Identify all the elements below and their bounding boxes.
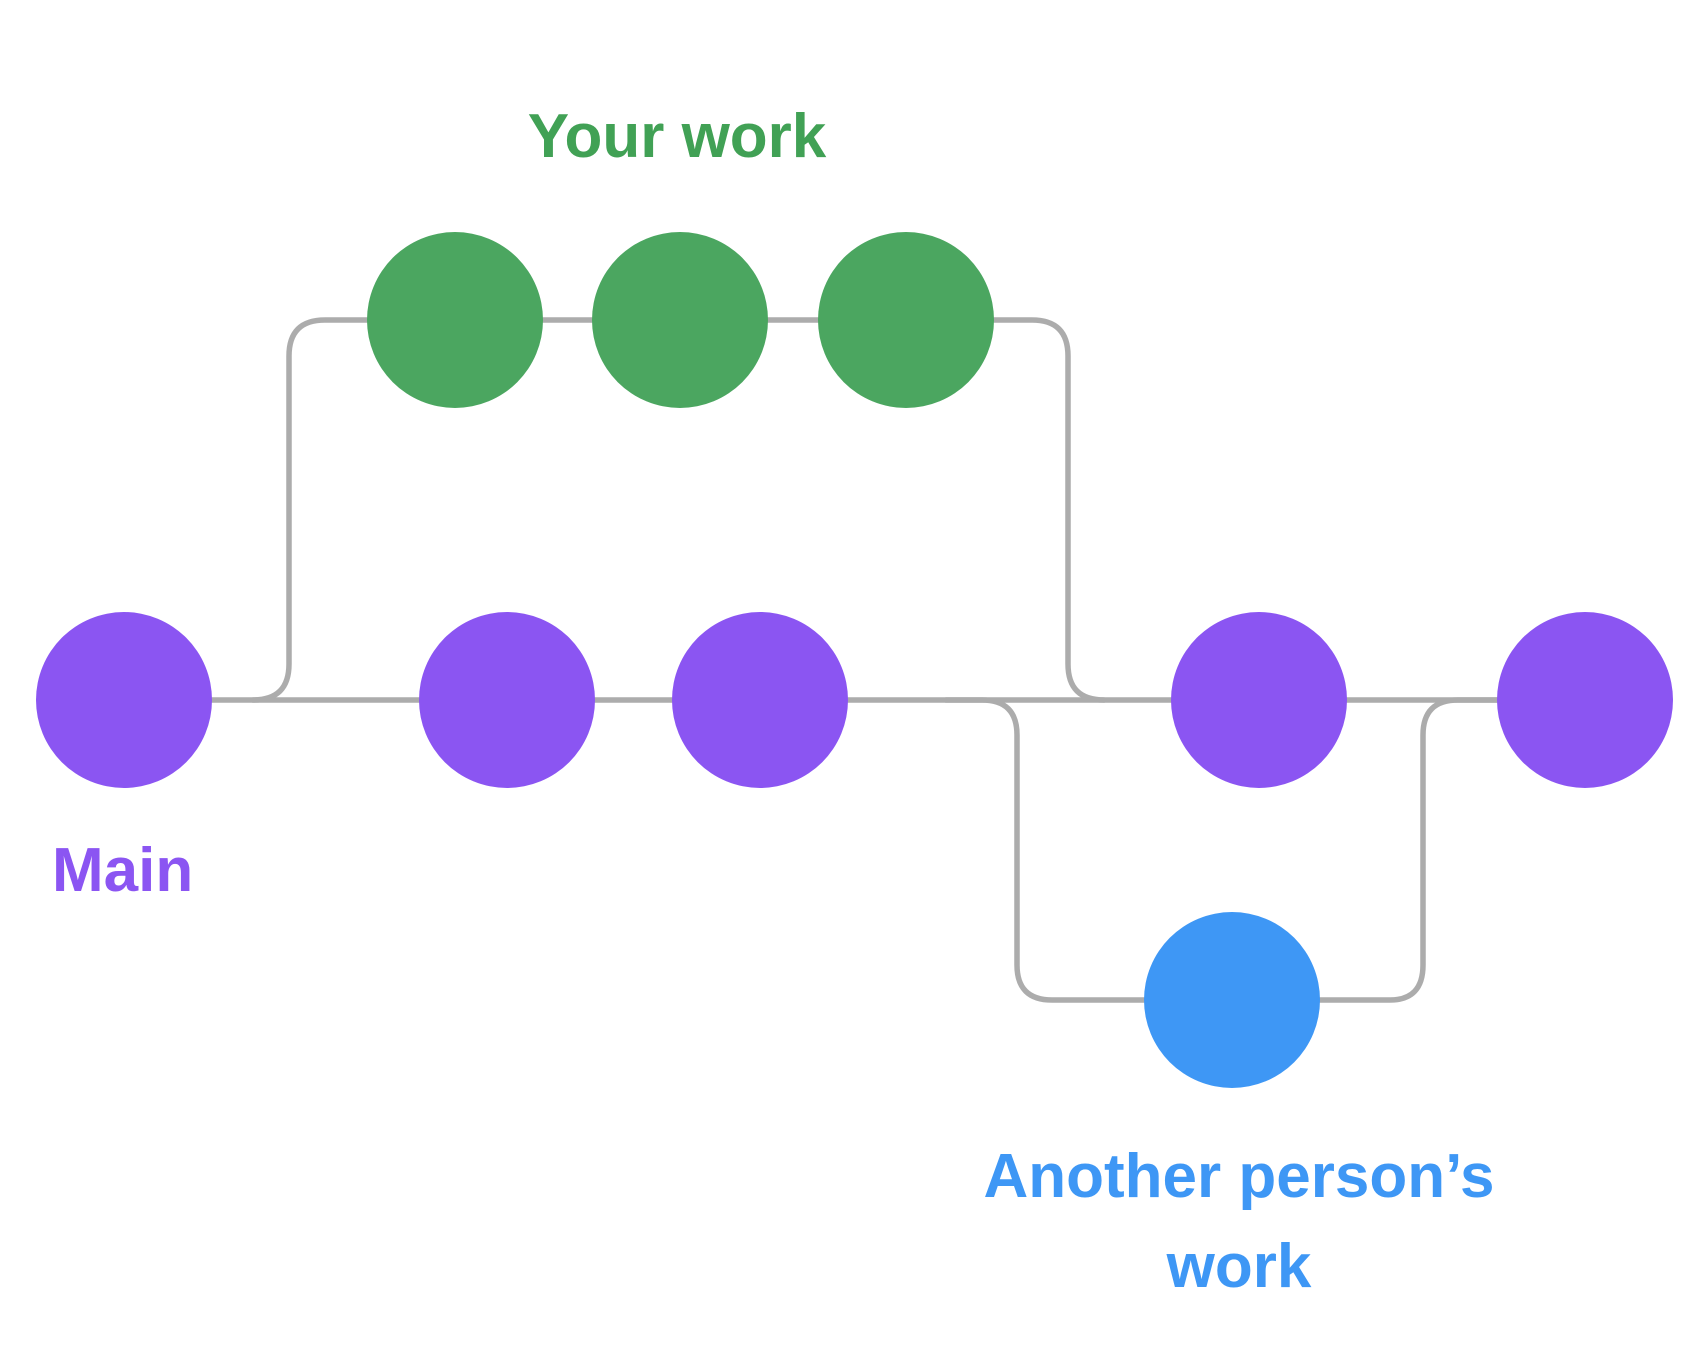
- commit-node-main-5: [1497, 612, 1673, 788]
- commit-node-your-work-3: [818, 232, 994, 408]
- commit-node-another-person-1: [1144, 912, 1320, 1088]
- another-person-branch-label-line2: work: [1166, 1232, 1312, 1301]
- your-work-commits: [367, 232, 994, 408]
- commit-node-main-2: [419, 612, 595, 788]
- commit-node-main-4: [1171, 612, 1347, 788]
- another-person-branch-label: Another person’s work: [984, 1132, 1495, 1312]
- main-branch-label: Main: [52, 836, 194, 905]
- main-commits: [36, 612, 1673, 788]
- commit-node-your-work-2: [592, 232, 768, 408]
- commit-node-your-work-1: [367, 232, 543, 408]
- another-person-commits: [1144, 912, 1320, 1088]
- connector-lines: [121, 317, 1588, 1003]
- commit-node-main-1: [36, 612, 212, 788]
- commit-node-main-3: [672, 612, 848, 788]
- your-work-branch-label: Your work: [527, 102, 827, 171]
- another-person-branch-label-line1: Another person’s: [983, 1142, 1495, 1211]
